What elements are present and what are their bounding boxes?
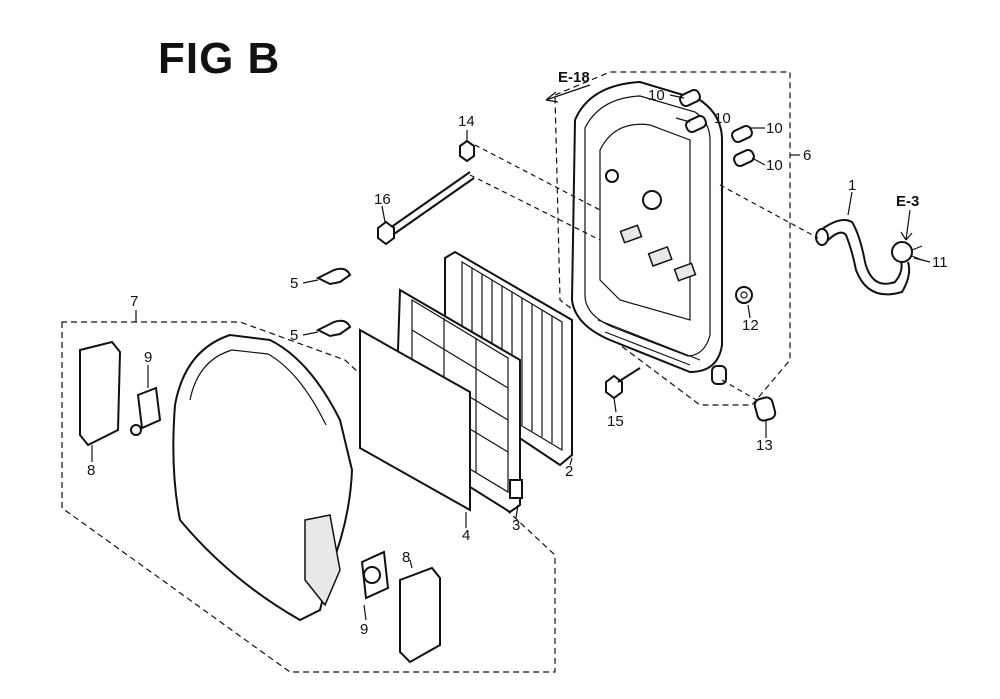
part-label-8b: 8 xyxy=(402,549,410,566)
air-cleaner-case xyxy=(570,80,723,374)
part-label-1: 1 xyxy=(848,177,856,194)
part-label-7: 7 xyxy=(130,293,138,310)
collar-parts xyxy=(679,88,755,168)
part-label-8a: 8 xyxy=(87,462,95,479)
figure-title: FIG B xyxy=(158,34,281,83)
part-label-6: 6 xyxy=(803,147,811,164)
grommet xyxy=(735,286,753,304)
part-label-15: 15 xyxy=(607,413,624,430)
breather-tube xyxy=(817,219,903,285)
part-label-11: 11 xyxy=(932,254,948,271)
part-label-2: 2 xyxy=(565,463,573,480)
part-label-10a: 10 xyxy=(648,87,665,104)
stud-bolt xyxy=(377,171,475,246)
part-label-5b: 5 xyxy=(290,327,298,344)
part-label-9b: 9 xyxy=(360,621,368,638)
air-cleaner-cover xyxy=(172,333,354,622)
part-label-14: 14 xyxy=(458,113,475,130)
group-outline-air-cleaner-cover xyxy=(61,321,556,673)
part-label-3: 3 xyxy=(512,517,520,534)
seal-plug xyxy=(753,396,777,422)
leader-lines xyxy=(91,84,931,621)
reference-e3: E-3 xyxy=(896,193,919,210)
part-label-12: 12 xyxy=(742,317,759,334)
part-label-10b: 10 xyxy=(714,110,731,127)
cover-latches xyxy=(130,386,390,600)
cover-clips xyxy=(315,267,352,338)
part-label-10c: 10 xyxy=(766,120,783,137)
part-label-9a: 9 xyxy=(144,349,152,366)
breather-tube-outline xyxy=(825,231,911,296)
part-label-16: 16 xyxy=(374,191,391,208)
part-label-10d: 10 xyxy=(766,157,783,174)
bolt xyxy=(605,367,641,400)
tube-clip xyxy=(891,241,923,263)
part-label-5a: 5 xyxy=(290,275,298,292)
reference-e18: E-18 xyxy=(558,69,590,86)
pre-filter xyxy=(359,328,471,512)
nut xyxy=(459,139,475,163)
part-label-4: 4 xyxy=(462,527,470,544)
cover-grips xyxy=(79,340,441,664)
part-label-13: 13 xyxy=(756,437,773,454)
